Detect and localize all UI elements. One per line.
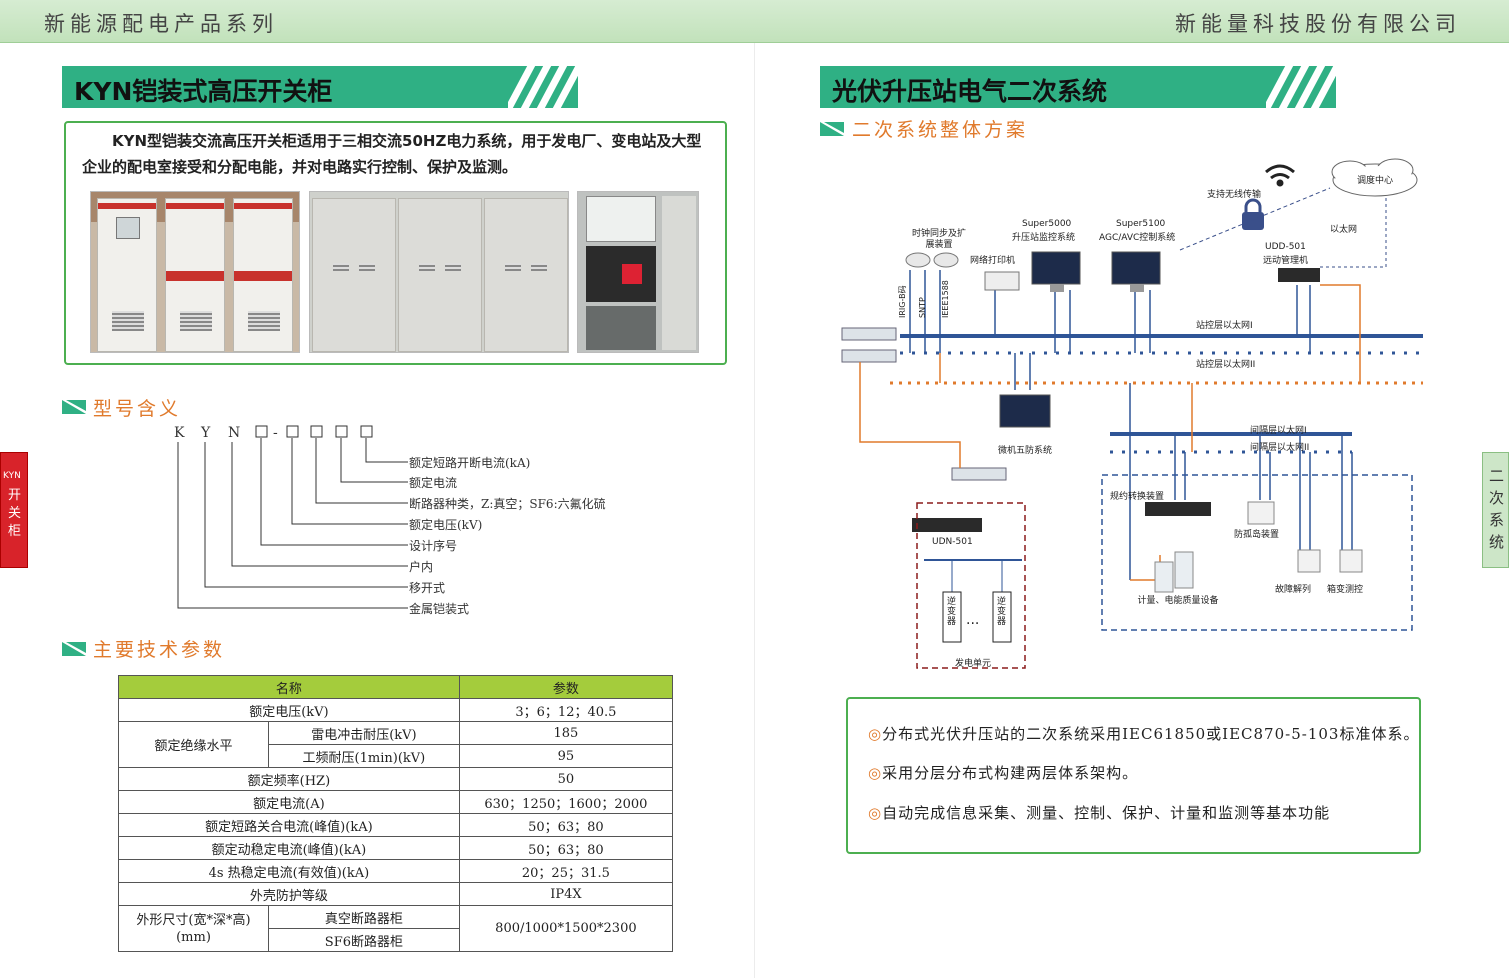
feature-2: ◎采用分层分布式构建两层体系架构。 — [868, 764, 1139, 782]
side-tab-kyn[interactable]: KYN 开关柜 — [0, 452, 28, 568]
photo-switchgear-1 — [90, 191, 300, 353]
page-divider — [754, 43, 755, 978]
kyn-banner-title: KYN铠装式高压开关柜 — [74, 77, 333, 106]
pv-banner: 光伏升压站电气二次系统 — [820, 66, 1336, 108]
printer-icon — [984, 271, 1020, 291]
cloud-icon — [1331, 158, 1418, 197]
photo-switchgear-3 — [577, 191, 699, 353]
dish-icon — [905, 252, 959, 268]
company-name: 新能量科技股份有限公司 — [1175, 12, 1461, 36]
computer-icon — [999, 251, 1161, 428]
top-bar: 新能源配电产品系列 新能量科技股份有限公司 — [0, 0, 1509, 43]
model-title: 型号含义 — [93, 398, 182, 420]
feature-3: ◎自动完成信息采集、测量、控制、保护、计量和监测等基本功能 — [868, 804, 1331, 822]
side-tab-secondary[interactable]: 二次系统 — [1482, 452, 1509, 568]
switch-icon — [841, 327, 1007, 481]
flag-icon — [62, 400, 86, 414]
photo-switchgear-2 — [309, 191, 569, 353]
scheme-title: 二次系统整体方案 — [852, 119, 1029, 141]
series-title: 新能源配电产品系列 — [44, 12, 278, 36]
intro-box — [64, 121, 727, 365]
intro-text: KYN型铠装交流高压开关柜适用于三相交流50HZ电力系统，用于发电厂、变电站及大… — [82, 132, 702, 176]
model-legend-lines — [177, 425, 408, 609]
lock-icon — [1242, 198, 1264, 230]
flag-icon — [62, 642, 86, 656]
wifi-icon — [1265, 164, 1295, 187]
pv-banner-title: 光伏升压站电气二次系统 — [832, 77, 1108, 106]
flag-icon — [820, 122, 844, 136]
feature-1: ◎分布式光伏升压站的二次系统采用IEC61850或IEC870-5-103标准体… — [868, 725, 1420, 743]
system-diagram — [841, 158, 1423, 669]
params-title: 主要技术参数 — [93, 639, 226, 661]
kyn-banner: KYN铠装式高压开关柜 — [62, 66, 578, 108]
features-box — [846, 697, 1421, 854]
params-table: 名称参数 额定电压(kV)3；6；12；40.5 额定绝缘水平雷电冲击耐压(kV… — [118, 675, 674, 952]
device-icon — [912, 268, 1363, 593]
